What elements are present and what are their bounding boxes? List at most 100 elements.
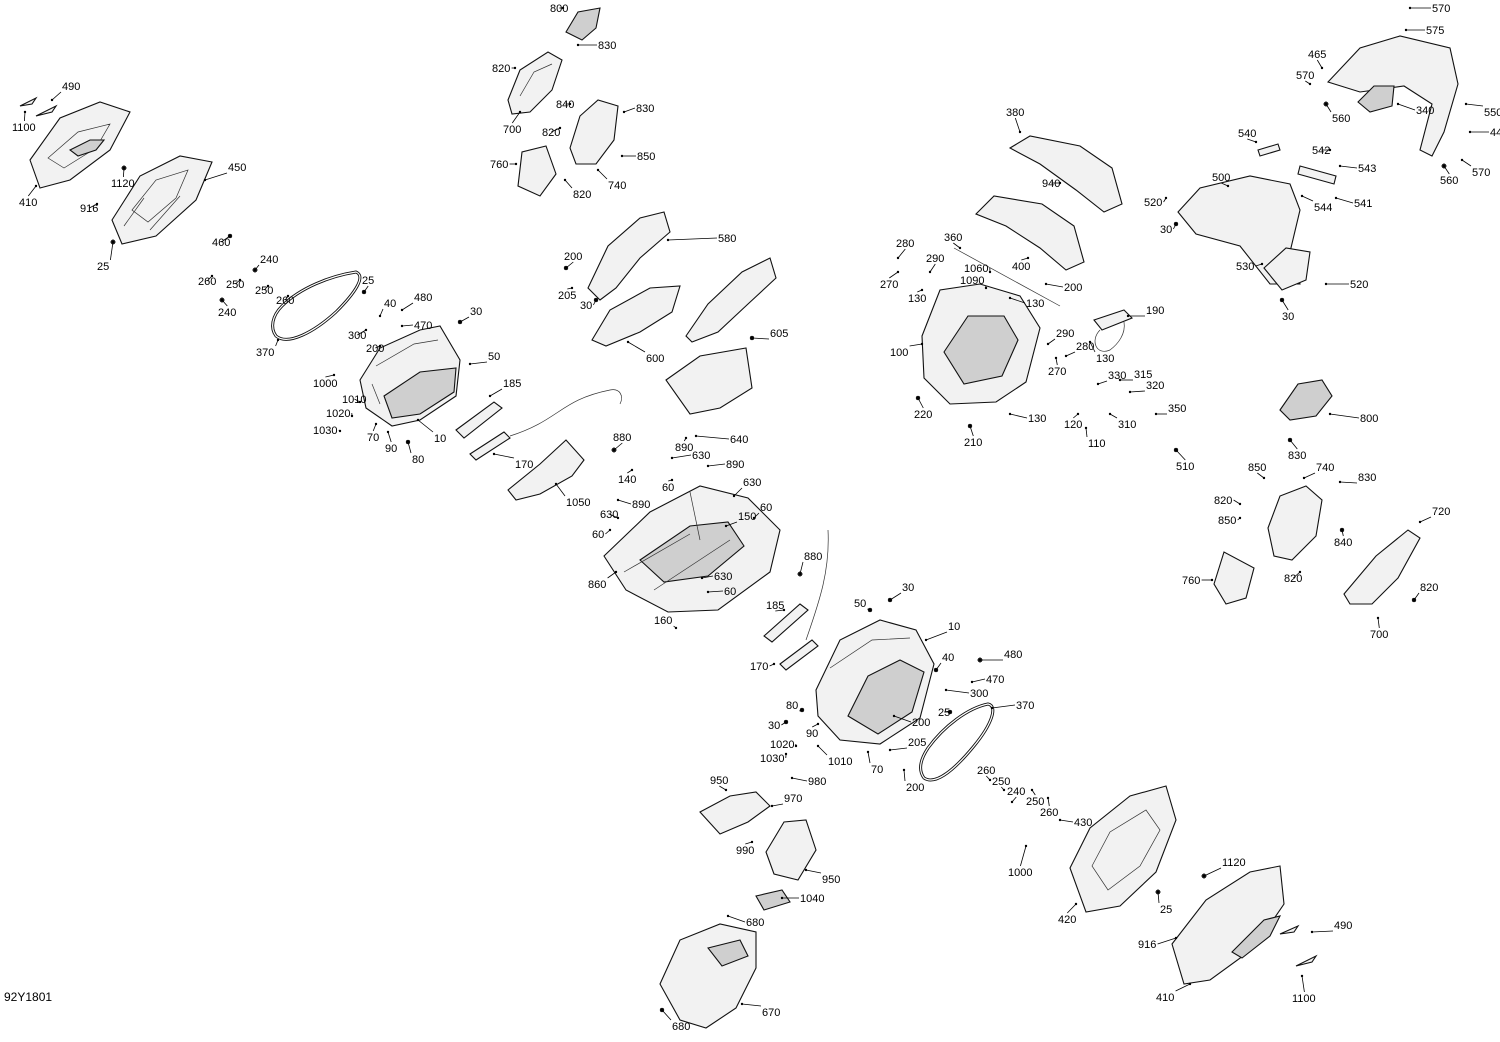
callout-leader bbox=[123, 167, 125, 178]
part-lid-410-right bbox=[1171, 865, 1318, 985]
callout-label: 820 bbox=[573, 189, 591, 201]
callout-anchor bbox=[364, 328, 368, 332]
callout-label: 160 bbox=[654, 615, 672, 627]
callout-anchor bbox=[122, 166, 126, 170]
callout: 130 bbox=[1008, 412, 1046, 425]
callout-anchor bbox=[752, 516, 756, 520]
callout-anchor bbox=[1328, 412, 1332, 416]
callout-label: 760 bbox=[490, 159, 508, 171]
part-covers-right bbox=[1213, 379, 1421, 605]
callout-label: 840 bbox=[1334, 537, 1352, 549]
callout-label: 1010 bbox=[828, 756, 852, 768]
callout-label: 490 bbox=[1334, 920, 1352, 932]
callout-anchor bbox=[350, 414, 354, 418]
callout-label: 1100 bbox=[1292, 993, 1316, 1005]
callout-anchor bbox=[1300, 194, 1304, 198]
callout-leader bbox=[1377, 617, 1380, 629]
callout-anchor bbox=[1188, 982, 1192, 986]
callout: 60 bbox=[592, 528, 612, 541]
callout-anchor bbox=[253, 268, 257, 272]
callout-anchor bbox=[266, 284, 270, 288]
callout-label: 1060 bbox=[964, 263, 988, 275]
callout: 800 bbox=[550, 3, 568, 15]
callout-label: 330 bbox=[1108, 370, 1126, 382]
callout-anchor bbox=[990, 706, 994, 710]
callout-leader bbox=[459, 316, 470, 323]
callout-anchor bbox=[332, 373, 336, 377]
callout: 260 bbox=[198, 274, 216, 288]
callout-leader bbox=[1047, 338, 1056, 345]
callout-anchor bbox=[920, 288, 924, 292]
callout-anchor bbox=[1328, 148, 1332, 152]
callout-label: 300 bbox=[348, 330, 366, 342]
callout-label: 670 bbox=[762, 1007, 780, 1019]
callout-label: 550 bbox=[1484, 107, 1500, 119]
callout-anchor bbox=[1442, 164, 1446, 168]
callout-anchor bbox=[750, 840, 754, 844]
callout: 380 bbox=[1006, 107, 1024, 134]
callout-leader bbox=[1301, 975, 1305, 993]
callout-leader bbox=[945, 689, 970, 694]
callout-anchor bbox=[816, 744, 820, 748]
callout-label: 185 bbox=[503, 378, 521, 390]
callout-anchor bbox=[568, 102, 572, 106]
callout-anchor bbox=[934, 668, 938, 672]
callout-label: 560 bbox=[1332, 113, 1350, 125]
callout: 210 bbox=[964, 424, 982, 449]
callout-anchor bbox=[1298, 570, 1302, 574]
callout-anchor bbox=[1238, 502, 1242, 506]
callout-anchor bbox=[988, 270, 992, 274]
callout: 1090 bbox=[960, 275, 988, 290]
callout: 130 bbox=[908, 288, 926, 305]
callout-leader bbox=[221, 235, 231, 243]
callout-anchor bbox=[1156, 890, 1160, 894]
callout-label: 860 bbox=[588, 579, 606, 591]
callout: 890 bbox=[616, 498, 650, 511]
callout: 1120 bbox=[111, 166, 135, 190]
callout-anchor bbox=[492, 452, 496, 456]
callout: 100 bbox=[890, 342, 924, 359]
callout-label: 350 bbox=[1168, 403, 1186, 415]
callout: 200 bbox=[902, 768, 924, 794]
callout-label: 250 bbox=[1026, 796, 1044, 808]
callout-anchor bbox=[558, 126, 562, 130]
callout-label: 540 bbox=[1238, 128, 1256, 140]
callout-anchor bbox=[1340, 528, 1344, 532]
callout-leader bbox=[935, 662, 942, 671]
callout-anchor bbox=[902, 768, 906, 772]
callout: 480 bbox=[400, 292, 432, 312]
callout: 575 bbox=[1404, 25, 1444, 37]
callout-leader bbox=[1175, 449, 1186, 461]
callout-anchor bbox=[1010, 800, 1014, 804]
callout: 50 bbox=[468, 351, 500, 366]
callout-leader bbox=[357, 329, 367, 336]
callout-leader bbox=[1335, 197, 1354, 204]
callout-anchor bbox=[210, 274, 214, 278]
callout-label: 185 bbox=[766, 600, 784, 612]
callout: 1010 bbox=[816, 744, 852, 768]
callout-leader bbox=[493, 453, 515, 459]
callout-label: 205 bbox=[558, 290, 576, 302]
callout-leader bbox=[1009, 413, 1028, 419]
callout-leader bbox=[401, 324, 414, 327]
callout-leader bbox=[565, 261, 574, 269]
callout-anchor bbox=[1164, 196, 1168, 200]
callout-label: 640 bbox=[730, 434, 748, 446]
callout-label: 90 bbox=[385, 443, 397, 455]
part-covers-top-center bbox=[507, 7, 619, 197]
callout-anchor bbox=[238, 278, 242, 282]
callout-label: 700 bbox=[503, 124, 521, 136]
callout: 850 bbox=[1248, 462, 1266, 480]
callout-leader bbox=[623, 107, 636, 113]
callout-anchor bbox=[1174, 448, 1178, 452]
callout-label: 1000 bbox=[1008, 867, 1032, 879]
callout-anchor bbox=[594, 298, 598, 302]
callout: 60 bbox=[706, 586, 736, 598]
callout: 970 bbox=[770, 793, 802, 808]
callout-leader bbox=[110, 241, 114, 261]
callout-anchor bbox=[896, 256, 900, 260]
callout-label: 250 bbox=[992, 776, 1010, 788]
callout-anchor bbox=[772, 662, 776, 666]
callout: 510 bbox=[1174, 448, 1194, 473]
callout-leader bbox=[953, 242, 961, 249]
